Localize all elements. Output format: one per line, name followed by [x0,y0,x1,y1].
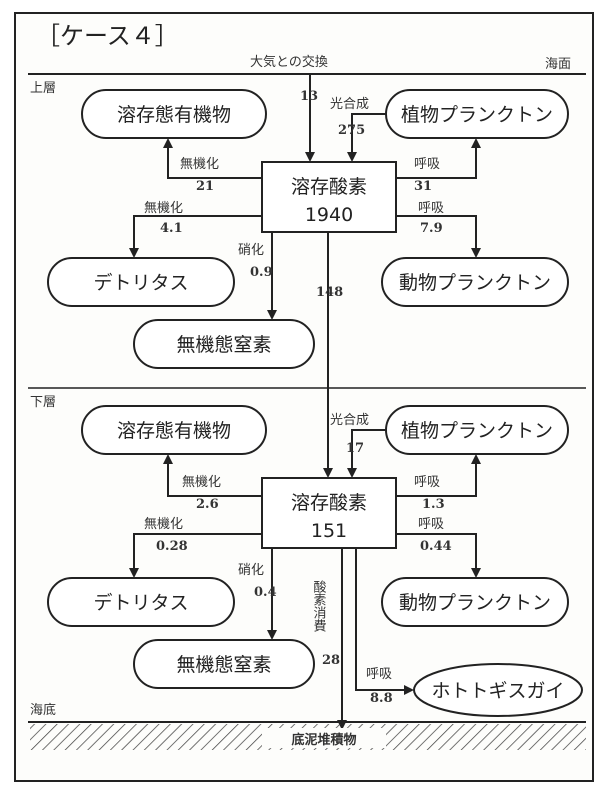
case-title: ［ケース４］ [36,22,179,50]
upper-phyto-label: 植物プランクトン [401,104,553,126]
lower-detritus-node: デトリタス [47,577,235,627]
arrow-upper-min-dom [163,138,262,179]
arrow-upper-photo [347,113,386,162]
arrow-upper-min-det [129,215,262,258]
upper-min-det-value: 4.1 [160,221,183,236]
upper-zoo-node: 動物プランクトン [381,257,569,307]
lower-dom-node: 溶存態有機物 [81,405,267,455]
lower-resp-benthos-value: 8.8 [370,691,393,706]
upper-oxygen-title: 溶存酸素 [291,176,367,198]
lower-phyto-node: 植物プランクトン [385,405,569,455]
consumption-value: 28 [322,653,340,668]
lower-benthos-label: ホトトギスガイ [431,680,564,702]
upper-min-dom-value: 21 [196,179,214,194]
sea-floor-label: 海底 [30,702,56,718]
upper-dom-label: 溶存態有機物 [117,104,231,126]
lower-oxygen-node: 溶存酸素 151 [261,477,397,549]
upper-oxygen-value: 1940 [305,204,353,226]
lower-min-det-label: 無機化 [144,517,183,532]
lower-nitri-label: 硝化 [238,563,264,578]
upper-detritus-label: デトリタス [93,272,188,294]
upper-nitri-label: 硝化 [238,243,264,258]
downward-value: 148 [316,285,343,300]
sediment-label-bg [262,728,386,748]
upper-layer-label: 上層 [30,81,56,96]
lower-resp-phyto-value: 1.3 [422,497,445,512]
lower-benthos-node: ホトトギスガイ [413,663,583,717]
upper-photo-label: 光合成 [330,97,369,112]
lower-resp-zoo-value: 0.44 [420,539,452,554]
arrow-lower-resp-phyto [396,454,481,497]
arrow-lower-resp-zoo [396,533,481,578]
upper-detritus-node: デトリタス [47,257,235,307]
arrow-lower-min-dom [163,454,262,497]
lower-oxygen-value: 151 [311,520,347,542]
upper-resp-zoo-label: 呼吸 [418,201,444,216]
upper-resp-phyto-label: 呼吸 [414,157,440,172]
lower-zoo-label: 動物プランクトン [399,592,551,614]
lower-detritus-label: デトリタス [93,592,188,614]
exchange-label: 大気との交換 [250,54,328,70]
lower-photo-label: 光合成 [330,413,369,428]
sea-surface-label: 海面 [545,57,571,72]
lower-din-node: 無機態窒素 [133,639,315,689]
lower-zoo-node: 動物プランクトン [381,577,569,627]
upper-min-det-label: 無機化 [144,201,183,216]
lower-nitri-value: 0.4 [254,585,277,600]
sediment-label: 底泥堆積物 [291,732,356,748]
lower-min-dom-value: 2.6 [196,497,219,512]
arrow-upper-resp-zoo [396,215,481,258]
lower-dom-label: 溶存態有機物 [117,420,231,442]
upper-din-node: 無機態窒素 [133,319,315,369]
upper-min-dom-label: 無機化 [180,157,219,172]
lower-din-label: 無機態窒素 [176,654,271,676]
arrow-lower-photo [347,429,386,478]
arrow-lower-min-det [129,533,262,578]
consumption-label: 酸素消費 [311,580,327,632]
lower-photo-value: 17 [346,441,364,456]
lower-resp-benthos-label: 呼吸 [366,667,392,682]
lower-phyto-label: 植物プランクトン [401,420,553,442]
lower-resp-phyto-label: 呼吸 [414,475,440,490]
upper-phyto-node: 植物プランクトン [385,89,569,139]
lower-min-dom-label: 無機化 [182,475,221,490]
lower-min-det-value: 0.28 [156,539,188,554]
arrow-upper-resp-phyto [396,138,481,179]
upper-din-label: 無機態窒素 [176,334,271,356]
lower-layer-label: 下層 [30,395,56,410]
arrow-lower-resp-benthos [355,548,414,695]
upper-dom-node: 溶存態有機物 [81,89,267,139]
upper-resp-phyto-value: 31 [414,179,432,194]
upper-resp-zoo-value: 7.9 [420,221,443,236]
lower-resp-zoo-label: 呼吸 [418,517,444,532]
upper-photo-value: 275 [338,123,365,138]
exchange-value: 13 [300,89,318,104]
upper-zoo-label: 動物プランクトン [399,272,551,294]
upper-nitri-value: 0.9 [250,265,273,280]
lower-oxygen-title: 溶存酸素 [291,492,367,514]
upper-oxygen-node: 溶存酸素 1940 [261,161,397,233]
